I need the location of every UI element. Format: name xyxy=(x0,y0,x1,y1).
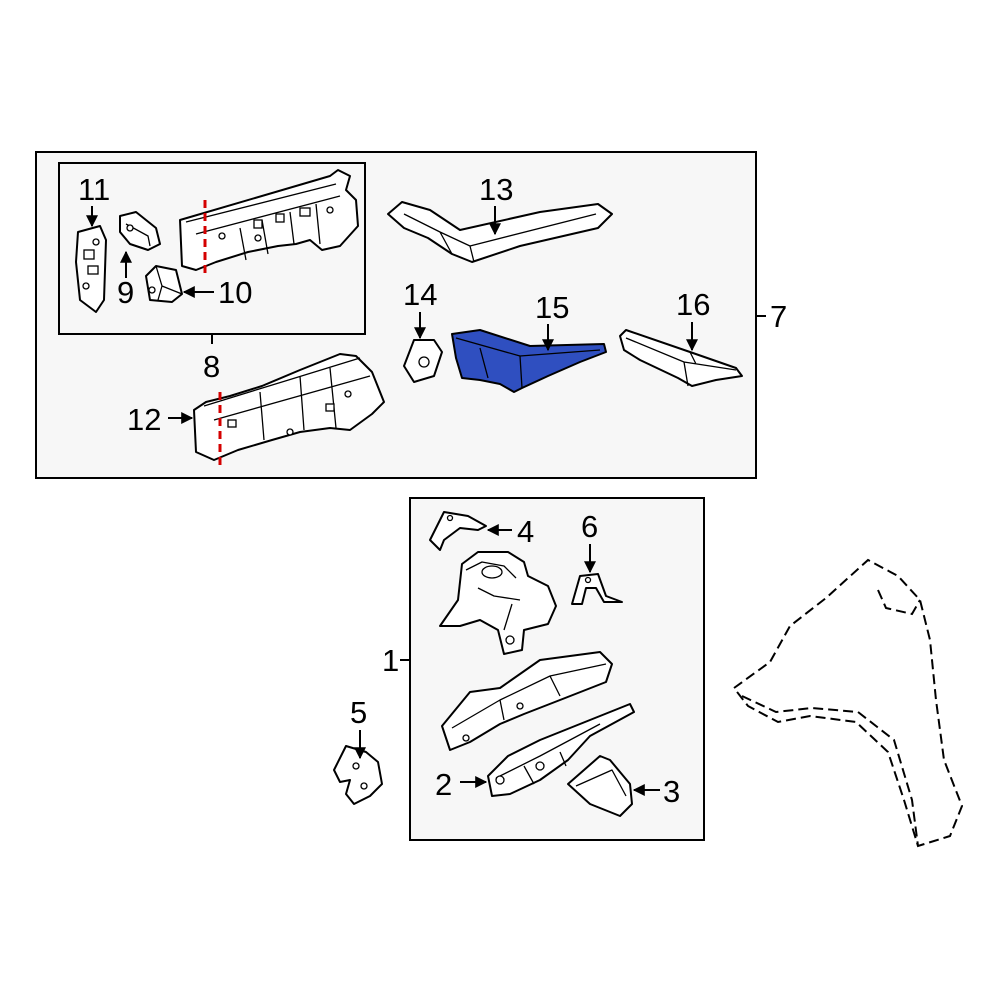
upper-rail[interactable] xyxy=(179,169,359,271)
callout-6: 6 xyxy=(581,509,598,544)
callout-11: 11 xyxy=(78,172,110,207)
callout-16: 16 xyxy=(676,287,710,322)
part-9-bracket[interactable] xyxy=(119,211,161,251)
part-11-bracket[interactable] xyxy=(75,225,107,313)
part-2-rail[interactable] xyxy=(487,703,635,797)
fender-outline xyxy=(732,558,964,848)
part-3-plate[interactable] xyxy=(567,755,633,817)
callout-1: 1 xyxy=(382,643,399,678)
callout-2: 2 xyxy=(435,767,452,802)
callout-15: 15 xyxy=(535,290,569,325)
callout-4: 4 xyxy=(517,514,534,549)
callout-3: 3 xyxy=(663,774,680,809)
callout-10: 10 xyxy=(218,275,252,310)
apron-rail[interactable] xyxy=(441,651,613,751)
callout-5: 5 xyxy=(350,695,367,730)
strut-tower[interactable] xyxy=(439,551,557,655)
part-5-bracket[interactable] xyxy=(333,745,383,805)
part-12-rail[interactable] xyxy=(193,353,385,461)
part-6-bracket[interactable] xyxy=(571,573,623,605)
callout-8: 8 xyxy=(203,349,220,384)
callout-9: 9 xyxy=(117,275,134,310)
callout-13: 13 xyxy=(479,172,513,207)
callout-12: 12 xyxy=(127,402,161,437)
callout-7: 7 xyxy=(770,299,787,334)
part-14-plate[interactable] xyxy=(403,339,443,383)
part-16-member[interactable] xyxy=(619,329,743,387)
callout-14: 14 xyxy=(403,277,437,312)
part-4-bracket[interactable] xyxy=(429,511,487,551)
part-10-block[interactable] xyxy=(145,265,183,303)
